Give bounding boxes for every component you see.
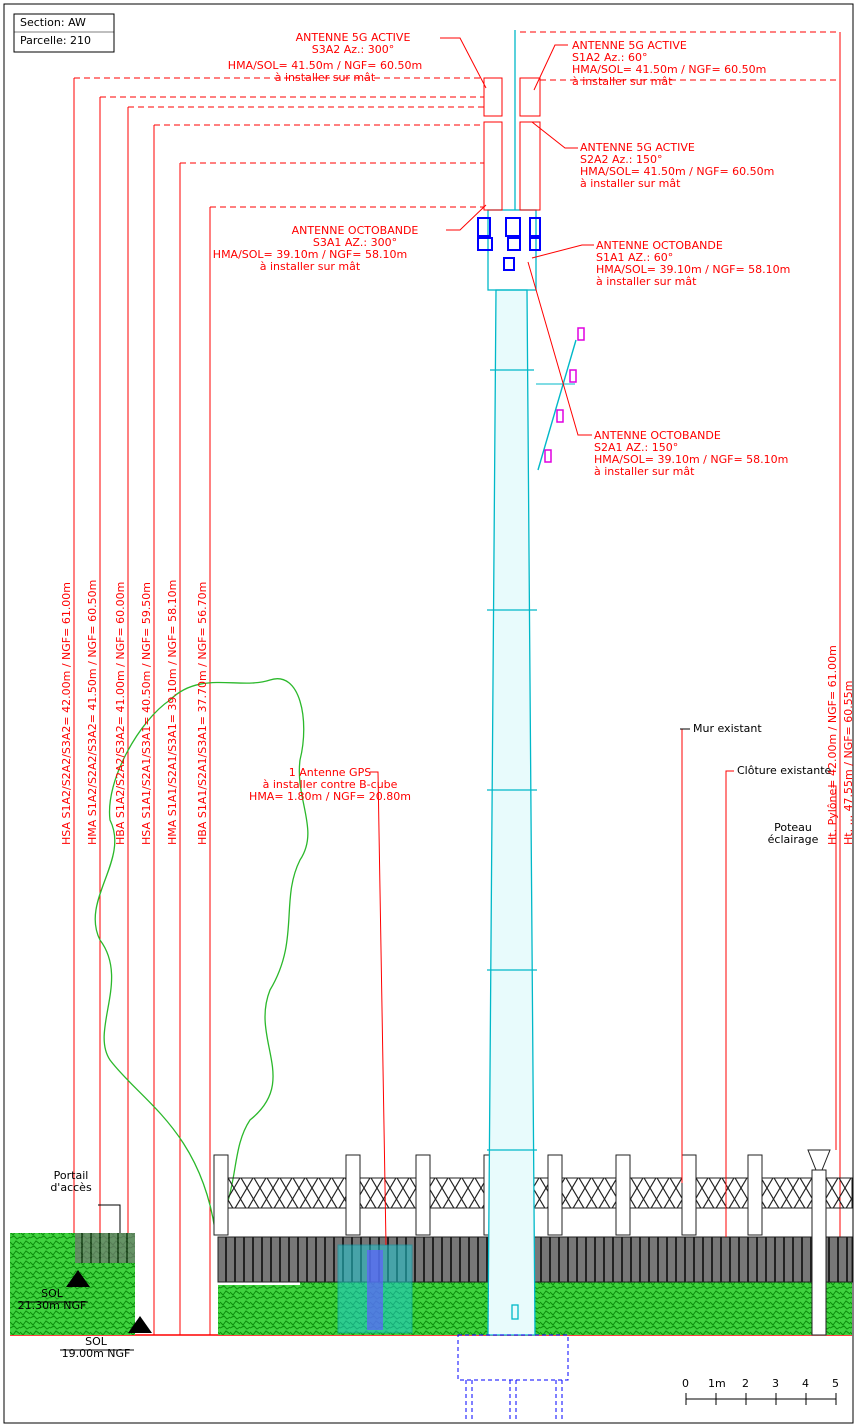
- antenna-5g-frames: [483, 77, 541, 211]
- vertical-dim-hba-a2: HBA S1A2/S2A2/S3A2= 41.00m / NGF= 60.00m: [114, 581, 127, 845]
- foundation: [457, 1334, 569, 1420]
- scale-tick-0: 0: [682, 1377, 689, 1390]
- vertical-dim-pylon-2: Ht. ... 47.55m / NGF= 60.55m: [842, 680, 855, 845]
- existing-wall-railing: [217, 1177, 853, 1209]
- access-gate: [75, 1233, 135, 1263]
- scale-tick-1m: 1m: [708, 1377, 726, 1390]
- scale-tick-3: 3: [772, 1377, 779, 1390]
- portail-acces-label: Portail d'accès: [50, 1169, 92, 1194]
- pylon: [487, 30, 537, 1336]
- antenna-s3a2-height: HMA/SOL= 41.50m / NGF= 60.50m à installe…: [227, 59, 423, 84]
- poteau-eclairage-label: Poteau éclairage: [767, 821, 819, 846]
- scale-bar: [685, 1393, 837, 1405]
- vertical-dim-hba-a1: HBA S1A1/S2A1/S3A1= 37.70m / NGF= 56.70m: [196, 581, 209, 845]
- sol-markers: [18, 1270, 152, 1351]
- sol-left-label: SOL 21.30m NGF: [17, 1287, 87, 1312]
- gps-antenna-callout: 1 Antenne GPS à installer contre B-cube …: [249, 766, 411, 803]
- vertical-dim-hma-a1: HMA S1A1/S2A1/S3A1= 39.10m / NGF= 58.10m: [166, 579, 179, 845]
- title-block-box: [13, 13, 115, 53]
- antenna-arm-s2a1: [536, 327, 585, 471]
- vertical-dim-hsa-a2: HSA S1A2/S2A2/S3A2= 42.00m / NGF= 61.00m: [60, 581, 73, 845]
- dimension-leaders: [74, 31, 840, 208]
- antenna-s2a1-callout: ANTENNE OCTOBANDE S2A1 AZ.: 150° HMA/SOL…: [594, 429, 789, 478]
- callout-leaders: [370, 37, 837, 1246]
- tree-outline: [94, 678, 309, 1232]
- section-label: Section: AW: [20, 16, 86, 29]
- label-leaders: [98, 728, 690, 1233]
- antenna-s3a1-height: HMA/SOL= 39.10m / NGF= 58.10m à installe…: [212, 248, 408, 273]
- parcelle-label: Parcelle: 210: [20, 34, 92, 47]
- gps-antenna-mount: [367, 1250, 383, 1330]
- antenna-s2a2-callout: ANTENNE 5G ACTIVE S2A2 Az.: 150° HMA/SOL…: [580, 141, 775, 190]
- antenna-s1a2-callout: ANTENNE 5G ACTIVE S1A2 Az.: 60° HMA/SOL=…: [572, 39, 767, 88]
- antenna-s3a2-callout: ANTENNE 5G ACTIVE S3A2 Az.: 300°: [295, 31, 411, 56]
- cloture-existante-label: Clôture existante: [737, 764, 832, 777]
- mur-existant-label: Mur existant: [693, 722, 762, 735]
- vertical-dim-lines: [73, 32, 841, 1335]
- lamp-post-head: [807, 1149, 831, 1171]
- antenna-s1a1-callout: ANTENNE OCTOBANDE S1A1 AZ.: 60° HMA/SOL=…: [596, 239, 791, 288]
- vertical-dim-hsa-a1: HSA S1A1/S2A1/S3A1= 40.50m / NGF= 59.50m: [140, 581, 153, 845]
- wall-posts: [213, 1154, 827, 1336]
- antenna-octoband-blue: [477, 217, 541, 271]
- sol-main-label: SOL 19.00m NGF: [61, 1335, 131, 1360]
- vertical-dim-pylon: Ht. Pylône= 42.00m / NGF= 61.00m: [826, 645, 839, 845]
- hedge-front-left: [218, 1285, 308, 1335]
- drawing-border: [3, 3, 854, 1424]
- vertical-dim-hma-a2: HMA S1A2/S2A2/S3A2= 41.50m / NGF= 60.50m: [86, 579, 99, 845]
- antenna-s3a1-callout: ANTENNE OCTOBANDE S3A1 AZ.: 300°: [291, 224, 419, 249]
- scale-tick-5: 5: [832, 1377, 839, 1390]
- scale-tick-4: 4: [802, 1377, 809, 1390]
- scale-tick-2: 2: [742, 1377, 749, 1390]
